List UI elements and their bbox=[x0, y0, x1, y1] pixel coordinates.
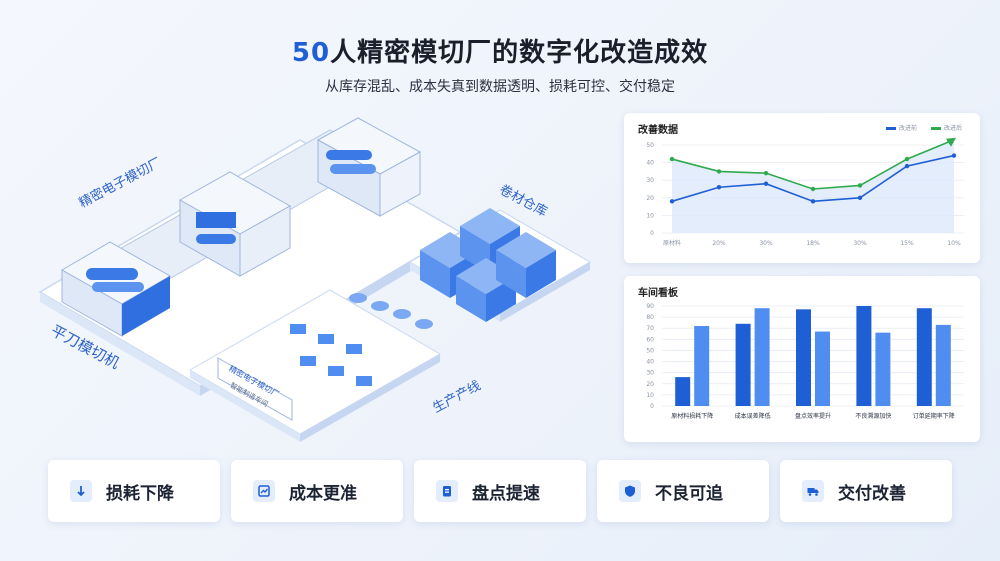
x-tick-label: 20% bbox=[712, 240, 726, 247]
bar bbox=[754, 308, 770, 406]
card-delivery-improve[interactable]: 交付改善 bbox=[780, 460, 952, 522]
x-tick-label: 订单延期率下降 bbox=[913, 412, 955, 420]
legend-after: 改进后 bbox=[930, 123, 962, 132]
card-defect-trace[interactable]: 不良可追 bbox=[597, 460, 769, 522]
line-legend: 改进前 改进后 bbox=[885, 123, 962, 132]
bar bbox=[796, 309, 811, 406]
arrow-down-icon bbox=[70, 480, 92, 502]
x-tick-label: 原材料损耗下降 bbox=[671, 412, 713, 420]
data-point bbox=[857, 183, 863, 188]
y-tick-label: 20 bbox=[646, 195, 654, 202]
x-tick-label: 10% bbox=[947, 240, 961, 247]
y-tick-label: 90 bbox=[646, 303, 654, 310]
legend-before: 改进前 bbox=[885, 123, 917, 132]
factory-illustration: 精密电子模切厂 卷材仓库 平刀模切机 生产产线 精密电子模切厂 智能制造车间 bbox=[0, 100, 620, 460]
card-cost-accurate[interactable]: 成本更准 bbox=[231, 460, 403, 522]
bar-chart: 0 10 20 30 40 50 60 70 80 90 原材料损耗下降 成本误差降低 盘点效率提升 不良… bbox=[646, 303, 964, 420]
card-loss-down[interactable]: 损耗下降 bbox=[48, 460, 220, 522]
line-panel-title: 改善数据 bbox=[638, 125, 678, 136]
y-tick-label: 10 bbox=[646, 212, 654, 219]
clipboard-icon bbox=[436, 480, 458, 502]
card-label: 盘点提速 bbox=[472, 483, 540, 504]
y-tick-label: 50 bbox=[646, 142, 654, 149]
y-tick-label: 70 bbox=[646, 325, 654, 332]
data-point bbox=[857, 195, 863, 200]
data-point bbox=[763, 170, 769, 176]
bar bbox=[935, 324, 951, 406]
data-point bbox=[810, 186, 816, 192]
y-tick-label: 0 bbox=[650, 230, 654, 237]
benefit-cards: 损耗下降 成本更准 盘点提速 不良可追 交付改善 bbox=[48, 460, 952, 524]
x-tick-label: 30% bbox=[759, 240, 773, 247]
card-inventory-fast[interactable]: 盘点提速 bbox=[414, 460, 586, 522]
page-title: 50人精密模切厂的数字化改造成效 bbox=[291, 38, 709, 68]
y-tick-label: 20 bbox=[646, 381, 654, 388]
y-tick-label: 40 bbox=[646, 160, 654, 167]
data-point bbox=[904, 163, 910, 169]
bar bbox=[675, 377, 691, 406]
data-point bbox=[951, 153, 957, 158]
x-tick-label: 成本误差降低 bbox=[735, 412, 771, 420]
data-point bbox=[669, 199, 675, 204]
bar-panel-title: 车间看板 bbox=[638, 288, 678, 299]
y-tick-label: 50 bbox=[646, 347, 654, 354]
data-point bbox=[669, 156, 675, 162]
x-tick-label: 15% bbox=[900, 240, 914, 247]
card-label: 成本更准 bbox=[289, 483, 357, 504]
trend-arrow bbox=[946, 137, 956, 147]
y-tick-label: 30 bbox=[646, 370, 654, 377]
x-tick-label: 不良溯源加快 bbox=[855, 412, 891, 420]
data-point bbox=[716, 169, 722, 174]
data-point bbox=[763, 181, 769, 186]
shield-icon bbox=[619, 480, 641, 502]
bar bbox=[735, 323, 751, 406]
chart-icon bbox=[253, 480, 275, 502]
card-label: 损耗下降 bbox=[106, 483, 174, 504]
x-tick-label: 18% bbox=[806, 240, 820, 247]
page-subtitle: 从库存混乱、成本失真到数据透明、损耗可控、交付稳定 bbox=[325, 79, 675, 95]
data-point bbox=[904, 156, 910, 162]
bar bbox=[815, 331, 830, 406]
bar bbox=[694, 326, 710, 406]
series-area bbox=[672, 139, 954, 233]
x-tick-label: 30% bbox=[853, 240, 867, 247]
y-tick-label: 80 bbox=[646, 314, 654, 321]
y-tick-label: 40 bbox=[646, 359, 654, 366]
y-tick-label: 0 bbox=[650, 403, 654, 410]
x-tick-label: 原材料 bbox=[663, 239, 681, 247]
y-tick-label: 30 bbox=[646, 177, 654, 184]
y-tick-label: 60 bbox=[646, 336, 654, 343]
line-chart: 0 10 20 30 40 50 原材料 20% 30% 18% 30% 15% 10% bbox=[646, 137, 964, 247]
bar bbox=[856, 306, 872, 406]
improvement-panel: 改善数据 改进前 改进后 0 10 20 30 40 50 原材料 20% 30% 18% 30% 1… bbox=[624, 113, 980, 263]
bar bbox=[916, 308, 932, 406]
x-tick-label: 盘点效率提升 bbox=[795, 412, 831, 420]
card-label: 不良可追 bbox=[655, 483, 723, 504]
factory-drawing bbox=[38, 117, 591, 442]
card-label: 交付改善 bbox=[838, 483, 906, 504]
workshop-panel: 车间看板 0 10 20 30 40 50 60 70 80 90 原材料损耗下降 成本误差降低 盘点效… bbox=[624, 276, 980, 442]
truck-icon bbox=[802, 480, 824, 502]
y-tick-label: 10 bbox=[646, 392, 654, 399]
data-point bbox=[716, 185, 722, 190]
data-point bbox=[810, 199, 816, 204]
bar bbox=[875, 332, 891, 406]
